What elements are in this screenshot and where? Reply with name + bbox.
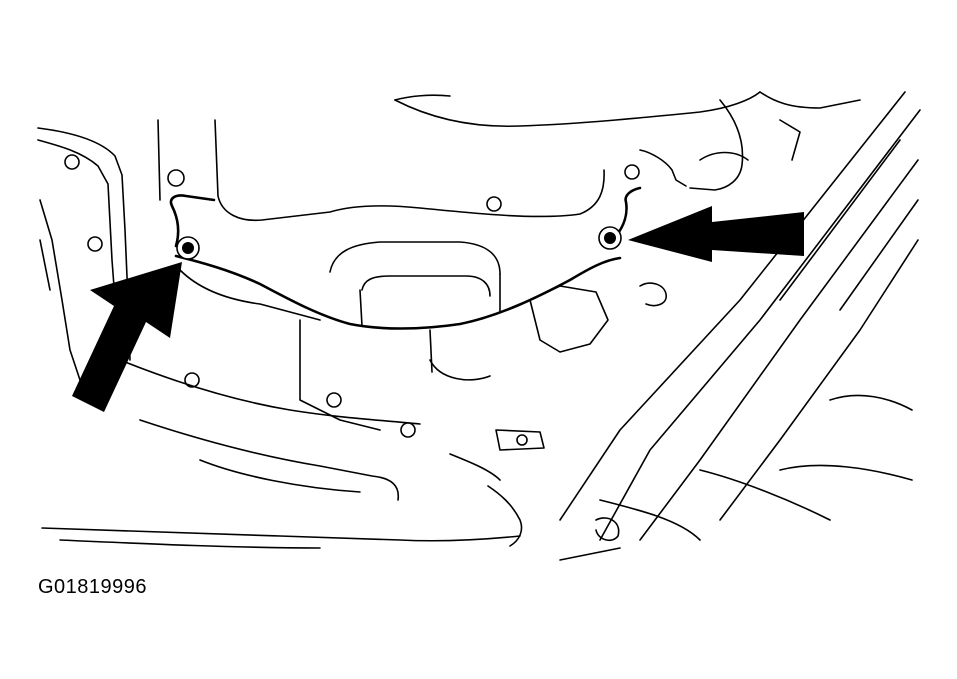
right-arrow bbox=[628, 206, 804, 262]
right-cover-bolt bbox=[598, 226, 622, 250]
left-housing bbox=[37, 127, 200, 388]
left-arrow bbox=[72, 262, 182, 412]
lower-crossmember bbox=[41, 164, 667, 549]
left-cover-bolt bbox=[176, 236, 200, 260]
oil-pan-sump bbox=[299, 241, 501, 431]
figure-id-label: G01819996 bbox=[38, 576, 148, 598]
engine-block-outline bbox=[157, 91, 861, 222]
right-frame-rails bbox=[559, 91, 921, 561]
cover-gasket-outline bbox=[169, 186, 642, 330]
